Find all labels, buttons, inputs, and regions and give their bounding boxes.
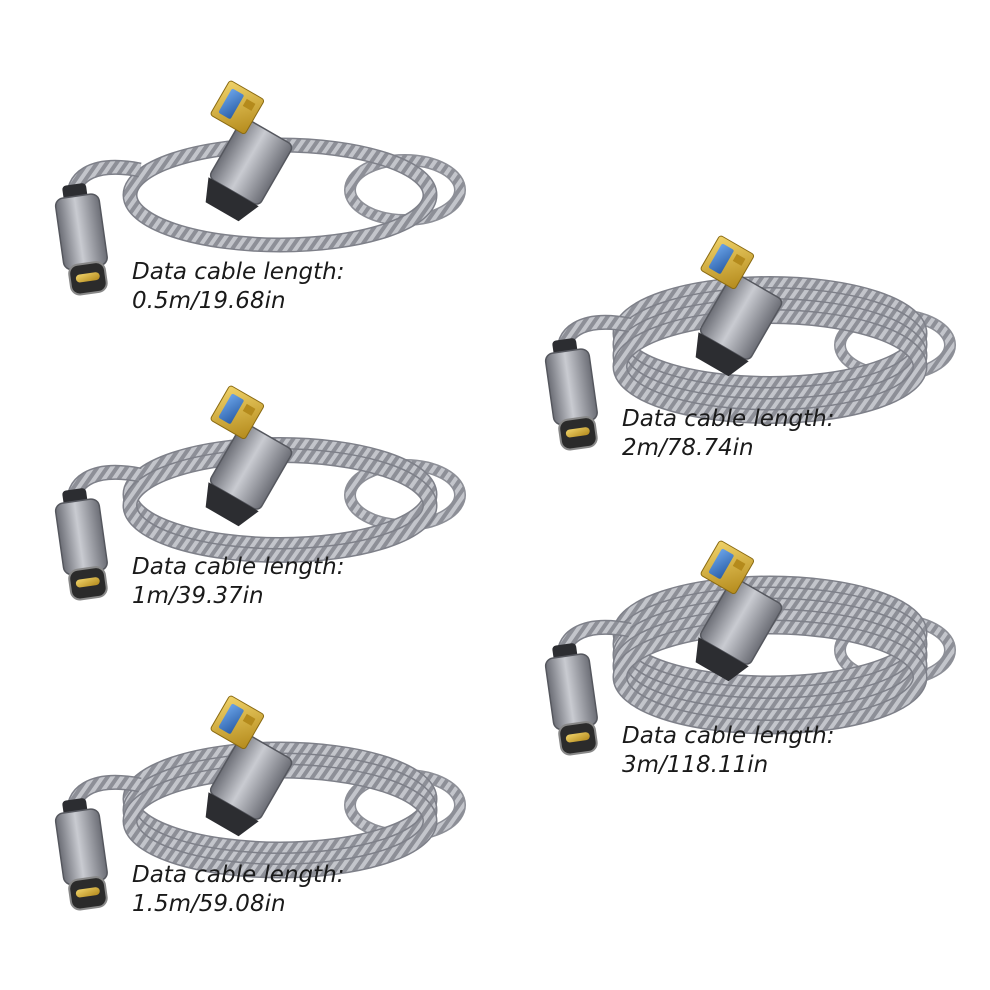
cable-image: [54, 80, 466, 296]
cable-caption-1-5m: Data cable length: 1.5m/59.08in: [132, 861, 344, 919]
cable-product-1-5m: [30, 675, 470, 915]
cable-caption-0-5m: Data cable length: 0.5m/19.68in: [132, 258, 344, 316]
caption-label: Data cable length:: [622, 723, 835, 749]
cable-product-3m: [520, 520, 960, 760]
caption-label: Data cable length:: [132, 554, 345, 580]
caption-length: 3m/118.11in: [622, 752, 769, 778]
cable-image: [54, 695, 466, 911]
caption-length: 1m/39.37in: [132, 583, 264, 609]
cable-image: [544, 235, 956, 451]
cable-product-1m: [30, 365, 470, 605]
caption-length: 0.5m/19.68in: [132, 288, 286, 314]
caption-label: Data cable length:: [132, 862, 345, 888]
cable-image: [54, 385, 466, 601]
cable-image: [544, 540, 956, 756]
caption-length: 1.5m/59.08in: [132, 891, 286, 917]
caption-label: Data cable length:: [622, 406, 835, 432]
cable-caption-1m: Data cable length: 1m/39.37in: [132, 553, 344, 611]
cable-caption-3m: Data cable length: 3m/118.11in: [622, 722, 834, 780]
caption-length: 2m/78.74in: [622, 435, 754, 461]
cable-product-0-5m: [30, 60, 470, 300]
caption-label: Data cable length:: [132, 259, 345, 285]
cable-product-2m: [520, 215, 960, 455]
cable-caption-2m: Data cable length: 2m/78.74in: [622, 405, 834, 463]
